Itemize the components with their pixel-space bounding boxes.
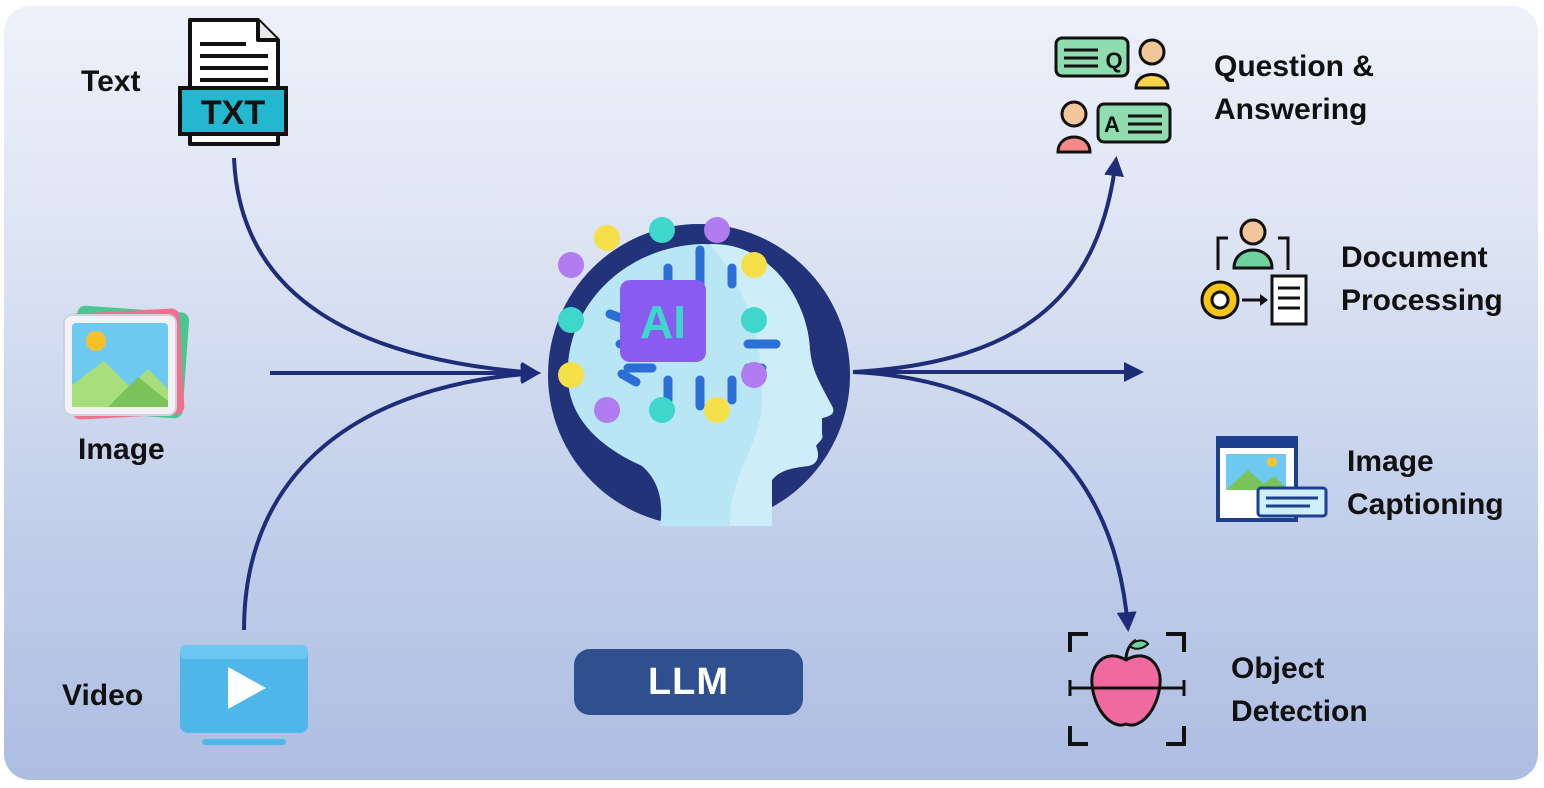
doc-line1: Document (1341, 241, 1488, 274)
caption-line1: Image (1347, 445, 1434, 478)
document-processing-icon (1200, 218, 1308, 326)
qa-line2: Answering (1214, 93, 1368, 126)
output-label-qa: Question & Answering (1214, 45, 1374, 131)
output-label-detection: Object Detection (1231, 647, 1368, 733)
a-glyph: A (1104, 112, 1120, 137)
question-answer-icon: Q A (1054, 36, 1172, 154)
ai-head-icon: AI (548, 217, 850, 526)
input-label-video: Video (62, 679, 144, 712)
image-icon (63, 305, 190, 420)
video-play-icon (180, 645, 308, 745)
qa-line1: Question & (1214, 50, 1375, 83)
arrow-text-to-llm (232, 157, 541, 382)
ai-chip-label: AI (640, 296, 686, 348)
output-label-document: Document Processing (1341, 236, 1503, 322)
arrow-llm-to-detect (852, 370, 1137, 632)
object-detection-icon (1068, 632, 1186, 746)
neural-nodes (558, 217, 767, 423)
doc-line2: Processing (1341, 284, 1503, 317)
arrow-llm-to-qa (852, 156, 1124, 374)
llm-badge: LLM (574, 649, 803, 715)
caption-line2: Captioning (1347, 488, 1504, 521)
arrow-video-to-llm (242, 364, 541, 631)
txt-file-icon: TXT (178, 18, 288, 146)
txt-icon-label: TXT (201, 94, 265, 132)
detect-line2: Detection (1231, 695, 1368, 728)
output-label-captioning: Image Captioning (1347, 440, 1504, 526)
input-label-text: Text (81, 65, 141, 98)
detect-line1: Object (1231, 652, 1325, 685)
input-label-image: Image (78, 433, 165, 466)
llm-label: LLM (647, 660, 730, 703)
q-glyph: Q (1105, 48, 1122, 73)
image-captioning-icon (1216, 436, 1328, 522)
